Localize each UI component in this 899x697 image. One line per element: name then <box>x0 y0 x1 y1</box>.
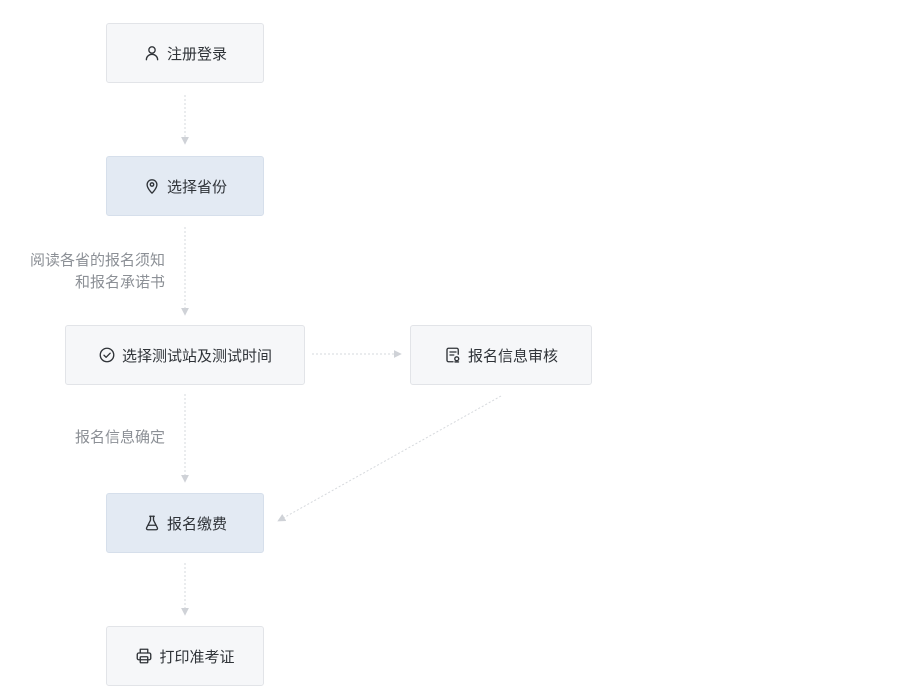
node-province[interactable]: 选择省份 <box>106 156 264 216</box>
node-payment-label: 报名缴费 <box>166 514 227 533</box>
printer-icon <box>135 647 153 665</box>
node-payment[interactable]: 报名缴费 <box>106 493 264 553</box>
document-review-icon <box>444 346 462 364</box>
node-site-label: 选择测试站及测试时间 <box>121 346 272 365</box>
node-review-label: 报名信息审核 <box>467 346 558 365</box>
location-pin-icon <box>143 177 161 195</box>
flask-icon <box>143 514 161 532</box>
node-province-label: 选择省份 <box>166 177 227 196</box>
edge-label-read-notice-line2: 和报名承诺书 <box>74 273 165 291</box>
edge-label-confirm: 报名信息确定 <box>75 426 165 448</box>
node-print-label: 打印准考证 <box>159 647 235 666</box>
check-circle-icon <box>98 346 116 364</box>
node-print[interactable]: 打印准考证 <box>106 626 264 686</box>
user-icon <box>143 44 161 62</box>
node-register-label: 注册登录 <box>166 44 227 63</box>
node-review[interactable]: 报名信息审核 <box>410 325 592 385</box>
edge-label-confirm-text: 报名信息确定 <box>74 428 165 446</box>
edge-label-read-notice-line1: 阅读各省的报名须知 <box>29 251 165 269</box>
node-site[interactable]: 选择测试站及测试时间 <box>65 325 305 385</box>
edge-label-read-notice: 阅读各省的报名须知 和报名承诺书 <box>30 249 165 293</box>
node-register[interactable]: 注册登录 <box>106 23 264 83</box>
edge-review-payment <box>277 395 502 522</box>
